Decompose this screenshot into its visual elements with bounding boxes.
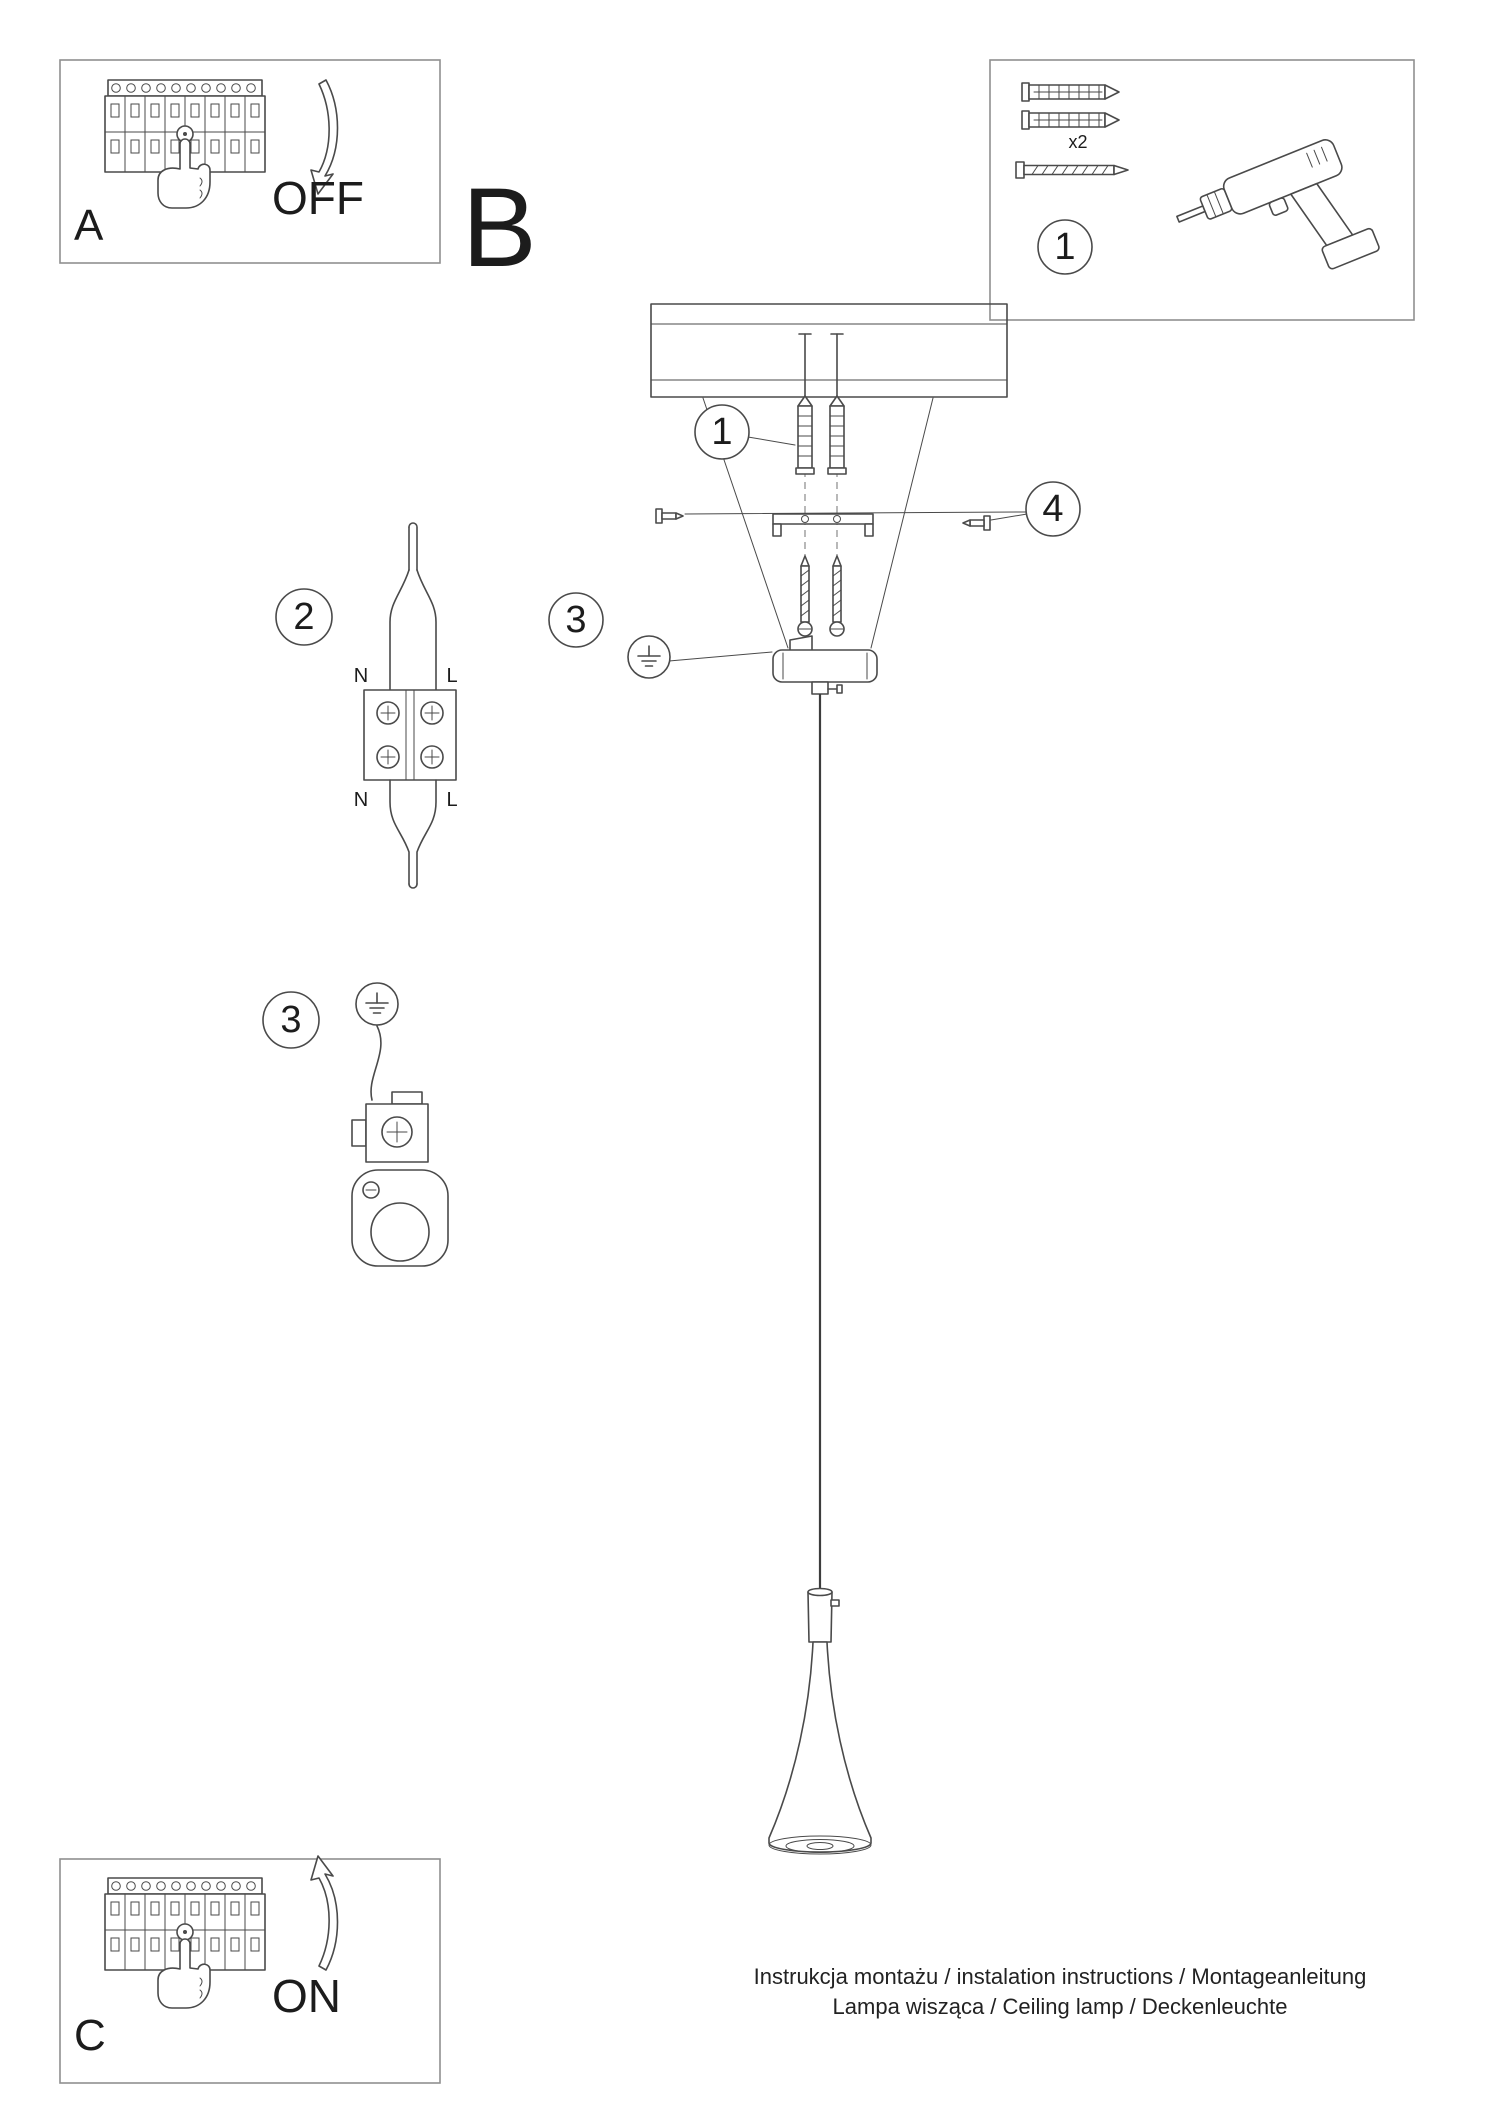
- section-label-b: B: [462, 165, 537, 290]
- terminal-block: [363, 689, 457, 781]
- footer-line-1: Instrukcja montażu / instalation instruc…: [754, 1964, 1367, 1989]
- anchor-quantity-label: x2: [1068, 132, 1087, 152]
- panel-c: ON C: [59, 1855, 441, 2084]
- canopy-end-view: [351, 1169, 449, 1267]
- vertical-screw-left: [797, 555, 813, 637]
- canopy: [772, 635, 878, 695]
- panel-c-label: C: [74, 2011, 106, 2060]
- step-1-marker: [694, 404, 750, 460]
- arrow-down-icon: [310, 79, 339, 195]
- anchor-left: [795, 395, 815, 475]
- ceiling-illustration: [650, 303, 1008, 398]
- side-screw-left: [655, 508, 684, 524]
- step-1-marker-label: 1: [711, 411, 732, 453]
- footer-line-2: Lampa wisząca / Ceiling lamp / Deckenleu…: [833, 1994, 1288, 2019]
- arrow-up-icon: [310, 1855, 339, 1971]
- mounting-bracket: [772, 513, 874, 537]
- step-3-detail-marker: [262, 991, 320, 1049]
- lamp-shade: [768, 1587, 872, 1855]
- panel-c-border: [59, 1858, 441, 2084]
- ground-detail: 3: [262, 982, 449, 1267]
- screw-icon: [1015, 161, 1129, 179]
- ground-symbol-icon: [355, 982, 399, 1026]
- earth-terminal: [351, 1103, 429, 1163]
- ground-symbol-icon: [627, 635, 671, 679]
- side-screw-right: [962, 515, 991, 531]
- wall-anchor-icon: [1021, 110, 1120, 130]
- step-3-marker-label: 3: [565, 599, 586, 641]
- step-4-marker: [1025, 481, 1081, 537]
- step-1-badge: [1037, 219, 1093, 275]
- guide-line: [870, 397, 934, 649]
- step-3-leader: [668, 651, 773, 662]
- label-n-bottom: N: [354, 789, 368, 811]
- panel-a-border: [59, 59, 441, 264]
- earth-wire: [370, 1025, 382, 1101]
- step-4-marker-label: 4: [1042, 488, 1063, 530]
- step-1-badge-label: 1: [1054, 226, 1075, 268]
- tools-panel-border: [989, 59, 1415, 321]
- step-3-detail-marker-label: 3: [280, 999, 301, 1041]
- tools-panel: x2 1: [989, 59, 1415, 321]
- label-l-top: L: [446, 665, 457, 687]
- on-label: ON: [272, 1970, 341, 2022]
- step-2-marker-label: 2: [293, 596, 314, 638]
- panel-a: OFF A: [59, 59, 441, 264]
- label-n-top: N: [354, 665, 368, 687]
- wiring-diagram: 2 N L N L: [275, 522, 458, 889]
- wall-anchor-icon: [1021, 82, 1120, 102]
- off-label: OFF: [272, 172, 364, 224]
- anchor-right: [827, 395, 847, 475]
- step-1-leader: [747, 436, 796, 446]
- step-4-leader: [990, 513, 1028, 521]
- step-4-leader: [684, 511, 1027, 515]
- panel-a-label: A: [74, 201, 104, 250]
- vertical-screw-right: [829, 555, 845, 637]
- step-2-marker: [275, 588, 333, 646]
- earth-terminal-bracket: [391, 1091, 423, 1105]
- drill-icon: [1176, 139, 1380, 270]
- step-3-marker: [548, 592, 604, 648]
- label-l-bottom: L: [446, 789, 457, 811]
